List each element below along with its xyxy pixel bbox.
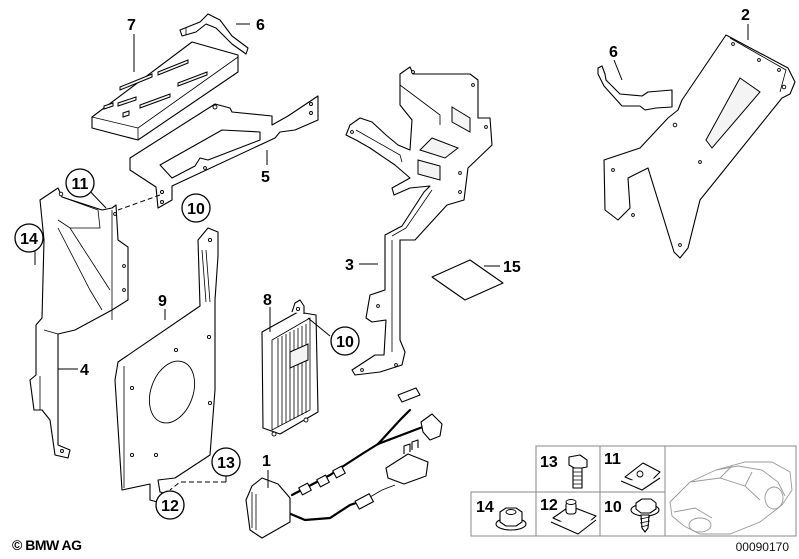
- part-6-strap-clip-top[interactable]: [179, 13, 249, 55]
- clip-nut-icon: [620, 462, 661, 491]
- part-1-wiring-harness[interactable]: [245, 387, 443, 539]
- parts-legend: 13 11 14 12: [470, 445, 797, 537]
- legend-cell-12[interactable]: 12: [540, 497, 597, 535]
- callout-13[interactable]: 13: [211, 447, 241, 477]
- svg-text:15: 15: [503, 259, 521, 276]
- document-number: 00090170: [735, 540, 789, 554]
- callout-7[interactable]: 7: [127, 17, 136, 34]
- svg-text:14: 14: [476, 499, 494, 516]
- hex-bolt-icon: [568, 454, 588, 489]
- svg-text:13: 13: [540, 454, 558, 471]
- legend-cell-11[interactable]: 11: [604, 451, 661, 491]
- leader-lines: [34, 23, 749, 491]
- callout-1[interactable]: 1: [262, 453, 271, 470]
- callout-15[interactable]: 15: [503, 259, 521, 276]
- callout-5[interactable]: 5: [261, 169, 270, 186]
- callout-9[interactable]: 9: [158, 293, 167, 310]
- part-2-mounting-plate[interactable]: [603, 34, 796, 259]
- svg-text:12: 12: [161, 498, 179, 515]
- part-5-tray-bracket[interactable]: [129, 95, 319, 209]
- callout-10-tray[interactable]: 10: [181, 193, 211, 223]
- part-9-mounting-plate[interactable]: [114, 227, 219, 506]
- svg-text:12: 12: [540, 497, 558, 514]
- callout-8[interactable]: 8: [263, 292, 272, 309]
- svg-text:11: 11: [604, 451, 621, 468]
- svg-text:6: 6: [256, 17, 265, 34]
- callout-6-right[interactable]: 6: [609, 44, 618, 61]
- svg-text:6: 6: [609, 44, 618, 61]
- callout-14[interactable]: 14: [14, 223, 44, 253]
- self-tapping-screw-icon: [630, 498, 660, 533]
- svg-text:14: 14: [20, 231, 38, 248]
- callout-3[interactable]: 3: [345, 257, 354, 274]
- svg-text:9: 9: [158, 293, 167, 310]
- callout-10-amplifier[interactable]: 10: [330, 326, 360, 356]
- svg-text:8: 8: [263, 292, 272, 309]
- svg-text:4: 4: [80, 362, 89, 379]
- svg-text:2: 2: [741, 7, 750, 24]
- svg-text:13: 13: [217, 455, 235, 472]
- legend-cell-10[interactable]: 10: [604, 498, 660, 533]
- callout-2[interactable]: 2: [741, 7, 750, 24]
- svg-text:5: 5: [261, 169, 270, 186]
- spring-nut-icon: [550, 499, 597, 535]
- part-7-control-unit[interactable]: [91, 41, 239, 141]
- part-6-strap-clip-right[interactable]: [597, 65, 673, 111]
- svg-text:11: 11: [72, 176, 89, 193]
- callout-12[interactable]: 12: [155, 490, 185, 520]
- hex-nut-icon: [495, 507, 527, 531]
- part-3-center-bracket[interactable]: [345, 66, 493, 376]
- svg-text:10: 10: [604, 499, 622, 516]
- part-8-amplifier[interactable]: [261, 299, 319, 437]
- callout-6-top[interactable]: 6: [256, 17, 265, 34]
- copyright-label: © BMW AG: [12, 537, 82, 553]
- svg-text:3: 3: [345, 257, 354, 274]
- callout-4[interactable]: 4: [80, 362, 89, 379]
- svg-text:10: 10: [336, 334, 354, 351]
- part-4-left-bracket[interactable]: [29, 187, 129, 459]
- vehicle-thumbnail-car-icon: [669, 461, 793, 535]
- legend-cell-13[interactable]: 13: [540, 454, 588, 489]
- callout-11[interactable]: 11: [65, 168, 95, 198]
- svg-text:1: 1: [262, 453, 271, 470]
- svg-text:7: 7: [127, 17, 136, 34]
- legend-cell-14[interactable]: 14: [476, 499, 527, 531]
- svg-text:10: 10: [187, 201, 205, 218]
- part-15-pad[interactable]: [431, 259, 504, 301]
